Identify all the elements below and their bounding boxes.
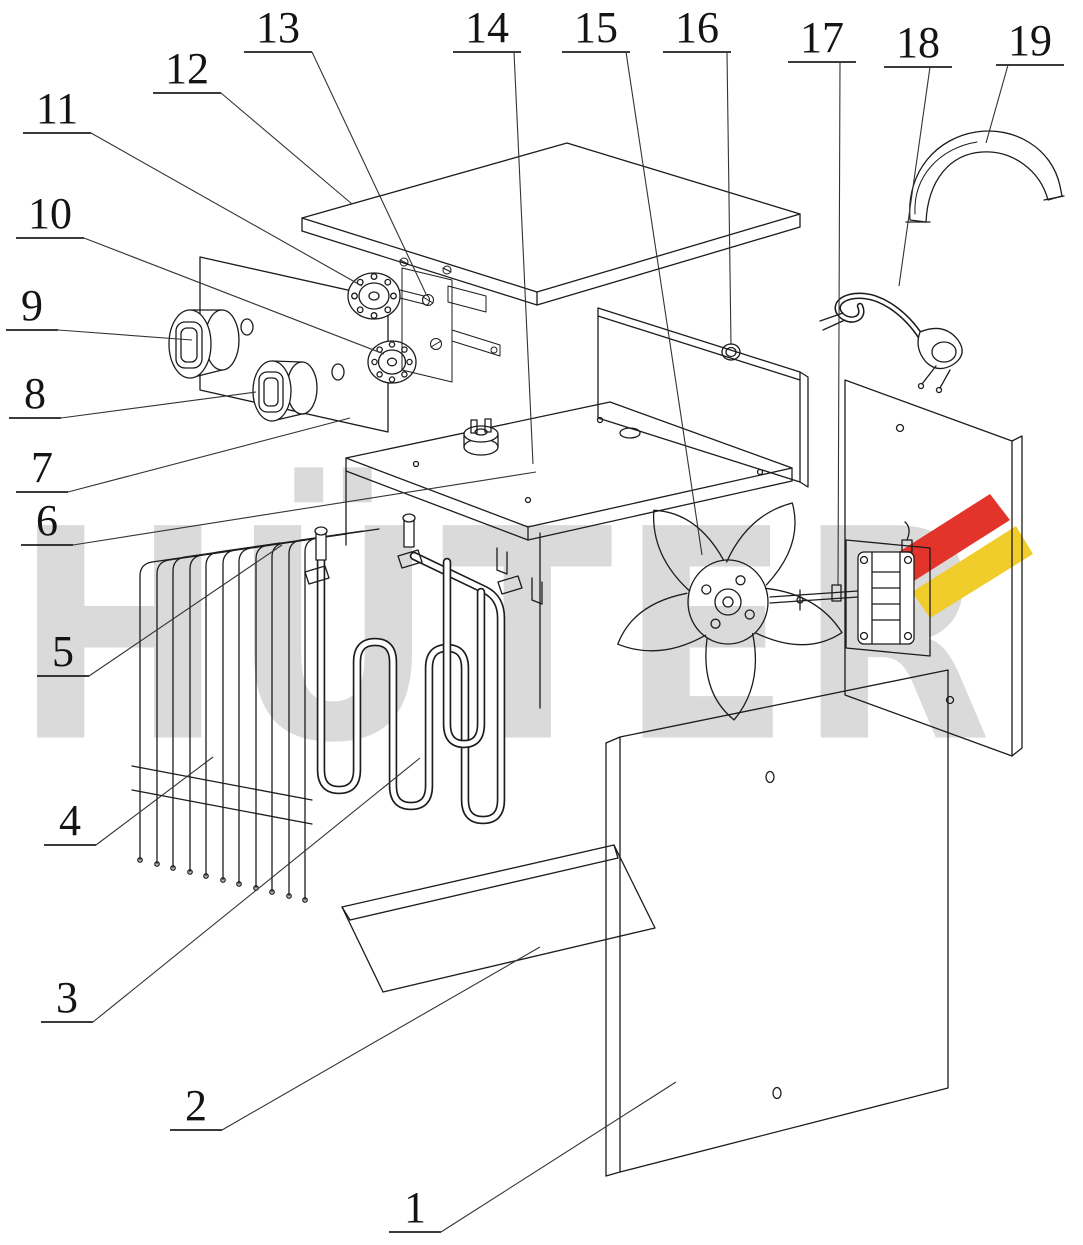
part-number: 19 bbox=[1008, 16, 1052, 65]
knob-grip bbox=[258, 371, 284, 413]
element-mount-tab bbox=[304, 549, 523, 595]
bottom-tray bbox=[341, 844, 656, 993]
element-terminal bbox=[314, 513, 416, 561]
bearing-upper bbox=[347, 272, 401, 320]
shaft-washer bbox=[831, 584, 842, 602]
part-label-14: 14 bbox=[453, 3, 534, 465]
shelf-hook bbox=[496, 547, 508, 575]
part-label-6: 6 bbox=[21, 471, 537, 546]
top-cover bbox=[301, 142, 801, 306]
part-label-8: 8 bbox=[9, 369, 257, 419]
knob-lower bbox=[252, 360, 318, 422]
part-number: 6 bbox=[36, 496, 58, 545]
motor-shaft bbox=[769, 584, 859, 611]
part-label-19: 19 bbox=[985, 16, 1064, 144]
knob-grip bbox=[175, 321, 203, 369]
grid-cross-rail bbox=[131, 765, 313, 801]
brand-flag-logo bbox=[886, 494, 1033, 618]
part-number: 3 bbox=[56, 973, 78, 1022]
part-number: 7 bbox=[31, 443, 53, 492]
flag-red-stripe bbox=[886, 494, 1010, 586]
part-number: 4 bbox=[59, 796, 81, 845]
wire-guard-grid bbox=[131, 528, 380, 903]
part-label-18: 18 bbox=[884, 18, 952, 287]
part-label-17: 17 bbox=[788, 13, 856, 587]
motor bbox=[845, 521, 931, 657]
shelf-hook bbox=[531, 577, 543, 605]
part-label-5: 5 bbox=[37, 544, 283, 677]
part-labels: 1 2 3 4 5 bbox=[6, 3, 1064, 1233]
part-label-13: 13 bbox=[244, 3, 427, 295]
part-label-7: 7 bbox=[16, 417, 351, 493]
part-number: 18 bbox=[896, 18, 940, 67]
part-number: 12 bbox=[165, 44, 209, 93]
bearing-lower bbox=[367, 340, 417, 384]
part-number: 16 bbox=[675, 3, 719, 52]
heating-element bbox=[304, 513, 523, 825]
part-number: 14 bbox=[465, 3, 509, 52]
fan-hub bbox=[687, 559, 769, 645]
front-panel bbox=[605, 669, 949, 1177]
part-label-4: 4 bbox=[44, 756, 214, 846]
knob-upper bbox=[168, 309, 240, 379]
part-number: 11 bbox=[36, 84, 78, 133]
side-panel bbox=[597, 307, 809, 488]
part-label-2: 2 bbox=[170, 946, 541, 1131]
part-number: 5 bbox=[52, 627, 74, 676]
shaft-pin bbox=[796, 596, 804, 604]
part-label-11: 11 bbox=[23, 84, 363, 287]
part-number: 2 bbox=[185, 1081, 207, 1130]
plug bbox=[917, 327, 963, 394]
fan-blade bbox=[617, 502, 843, 721]
bracket-assembly bbox=[399, 257, 501, 383]
part-number: 9 bbox=[21, 281, 43, 330]
part-label-3: 3 bbox=[41, 757, 421, 1023]
handle bbox=[905, 130, 1065, 223]
part-label-15: 15 bbox=[562, 3, 703, 556]
part-label-10: 10 bbox=[16, 189, 385, 355]
part-number: 1 bbox=[404, 1183, 426, 1232]
part-number: 8 bbox=[24, 369, 46, 418]
part-number: 10 bbox=[28, 189, 72, 238]
thermostat bbox=[463, 418, 499, 456]
part-label-12: 12 bbox=[153, 44, 353, 205]
part-number: 13 bbox=[256, 3, 300, 52]
rear-panel bbox=[844, 379, 1023, 757]
part-number: 17 bbox=[800, 13, 844, 62]
flag-yellow-stripe bbox=[912, 526, 1033, 618]
part-number: 15 bbox=[574, 3, 618, 52]
part-label-1: 1 bbox=[389, 1081, 677, 1233]
power-cord bbox=[819, 292, 963, 394]
part-label-9: 9 bbox=[6, 281, 193, 341]
part-label-16: 16 bbox=[663, 3, 732, 346]
